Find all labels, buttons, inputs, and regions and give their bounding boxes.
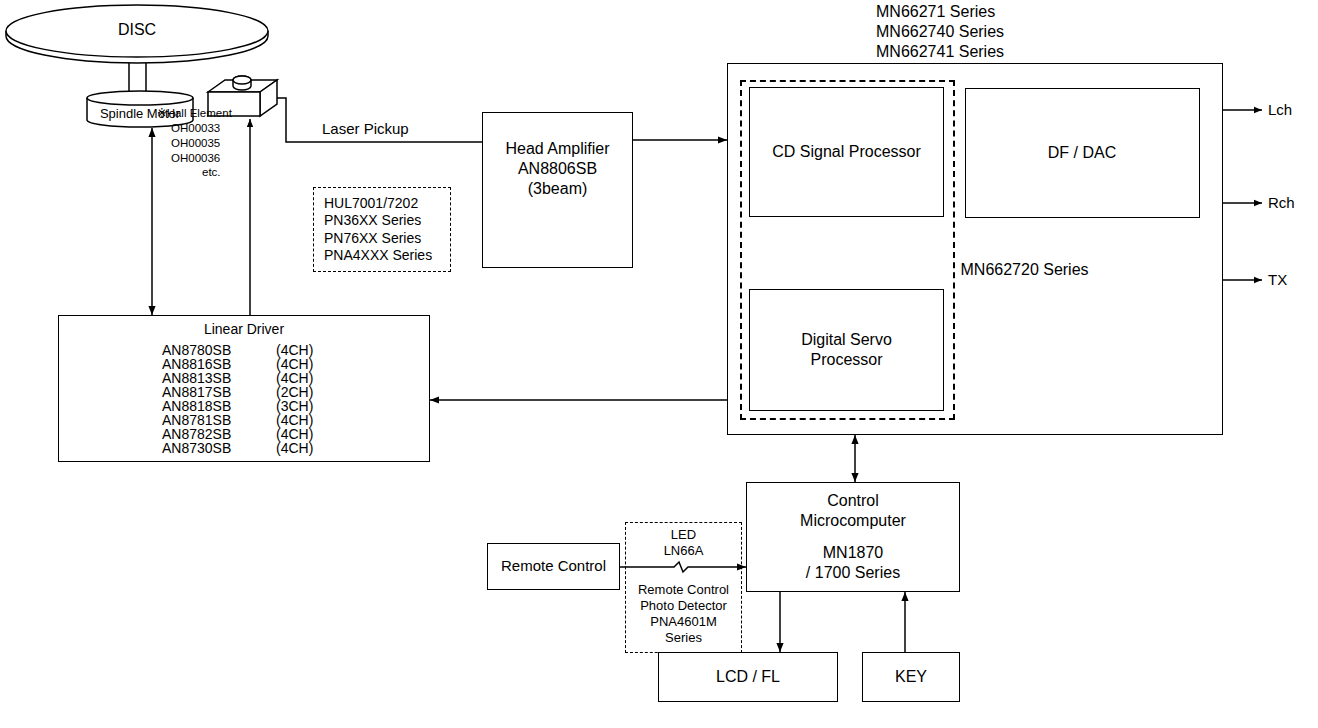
part-label: OH00036 xyxy=(171,152,220,166)
heading-group: MN66271 SeriesMN662740 SeriesMN662741 Se… xyxy=(876,2,1004,62)
node-text: AN8806SB xyxy=(518,159,597,179)
part-label: OH00035 xyxy=(171,137,220,151)
node-title: CD Signal Processor xyxy=(772,142,921,162)
signal-connector xyxy=(430,399,727,401)
signal-connector xyxy=(620,562,746,572)
disc-platter: DISC xyxy=(4,3,270,65)
node-text: (4CH) xyxy=(276,371,326,385)
node-title: Remote Control xyxy=(501,557,606,576)
node-text: AN8781SB xyxy=(162,413,262,427)
chip-box: MN66271 SeriesMN662740 SeriesMN662741 Se… xyxy=(727,63,1223,435)
node-text: MN662740 Series xyxy=(876,22,1004,42)
drive-arrow xyxy=(249,119,251,315)
node-text: Series xyxy=(665,630,702,646)
node-title: Control xyxy=(827,491,879,511)
signal-label: Rch xyxy=(1268,194,1295,212)
node-text: PN76XX Series xyxy=(324,230,421,248)
node-text: MN662741 Series xyxy=(876,42,1004,62)
process-box: DF / DAC xyxy=(965,88,1200,218)
part-label: OH00033 xyxy=(171,122,220,136)
node-title: Linear Driver xyxy=(204,321,284,339)
node-text: (4CH) xyxy=(276,441,326,455)
signal-label: Lch xyxy=(1268,101,1292,119)
part-label: etc. xyxy=(202,166,221,180)
node-text: Photo Detector xyxy=(640,598,727,614)
node-title: KEY xyxy=(895,667,927,687)
node-title: Digital Servo Processor xyxy=(787,330,907,370)
node-text: (3CH) xyxy=(276,399,326,413)
output-arrow xyxy=(1223,109,1262,111)
chip-group: MN662720 SeriesCD Signal ProcessorDigita… xyxy=(740,80,955,420)
node-text: AN8817SB xyxy=(162,385,262,399)
node-text: PNA4601M xyxy=(650,614,716,630)
node-title: DF / DAC xyxy=(1048,143,1116,163)
node-text: AN8782SB xyxy=(162,427,262,441)
part-table: AN8780SB (4CH) AN8816SB (4CH) AN8813SB (4CH) A… xyxy=(162,343,326,455)
process-box: Remote Control xyxy=(487,543,620,590)
node-title: MN66271 Series xyxy=(876,2,1004,22)
signal-label: TX xyxy=(1268,271,1287,289)
signal-connector xyxy=(779,592,781,652)
signal-connector xyxy=(633,139,727,141)
process-box: ControlMicrocomputerMN1870/ 1700 Series xyxy=(746,482,960,592)
driver-box: Linear DriverAN8780SB(4CH)AN8816SB(4CH)A… xyxy=(58,315,430,462)
node-text: (4CH) xyxy=(276,427,326,441)
output-arrow xyxy=(1223,279,1262,281)
node-title: Head Amplifier xyxy=(505,139,609,159)
process-box: KEY xyxy=(862,652,960,702)
process-box: LCD / FL xyxy=(658,652,838,702)
part-list-box: HUL7001/7202PN36XX SeriesPN76XX SeriesPN… xyxy=(313,187,451,272)
node-text: (4CH) xyxy=(276,357,326,371)
process-box: Digital Servo Processor xyxy=(749,289,944,411)
process-box: CD Signal Processor xyxy=(749,87,944,217)
node-text: AN8816SB xyxy=(162,357,262,371)
process-box: Head AmplifierAN8806SB(3beam) xyxy=(482,112,633,268)
node-text: PN36XX Series xyxy=(324,212,421,230)
part-list-box: LEDLN66A Remote ControlPhoto DetectorPNA4… xyxy=(625,522,742,653)
node-text: (2CH) xyxy=(276,385,326,399)
node-title: HUL7001/7202 xyxy=(324,195,418,213)
node-title: DISC xyxy=(118,20,156,40)
node-text: AN8813SB xyxy=(162,371,262,385)
node-text: AN8818SB xyxy=(162,399,262,413)
node-text: Remote Control xyxy=(638,582,729,598)
node-title: MN662720 Series xyxy=(961,260,1089,280)
node-text: (4CH) xyxy=(276,413,326,427)
node-text: (4CH) xyxy=(276,343,326,357)
signal-label: Laser Pickup xyxy=(322,120,409,138)
node-text: AN8780SB xyxy=(162,343,262,357)
node-text: PNA4XXX Series xyxy=(324,247,432,265)
node-text: LN66A xyxy=(664,543,704,559)
node-text: / 1700 Series xyxy=(806,563,900,583)
node-title: LED xyxy=(671,527,696,543)
output-arrow xyxy=(1223,202,1262,204)
node-text: AN8730SB xyxy=(162,441,262,455)
node-text: Microcomputer xyxy=(800,511,906,531)
signal-connector xyxy=(904,592,906,652)
node-text: MN1870 xyxy=(823,543,883,563)
node-title: LCD / FL xyxy=(716,667,780,687)
signal-connector xyxy=(854,435,856,482)
node-text: (3beam) xyxy=(528,179,588,199)
pickup-wire xyxy=(277,98,482,142)
part-label: ※Hall Element xyxy=(157,107,232,121)
signal-connector xyxy=(151,128,153,315)
